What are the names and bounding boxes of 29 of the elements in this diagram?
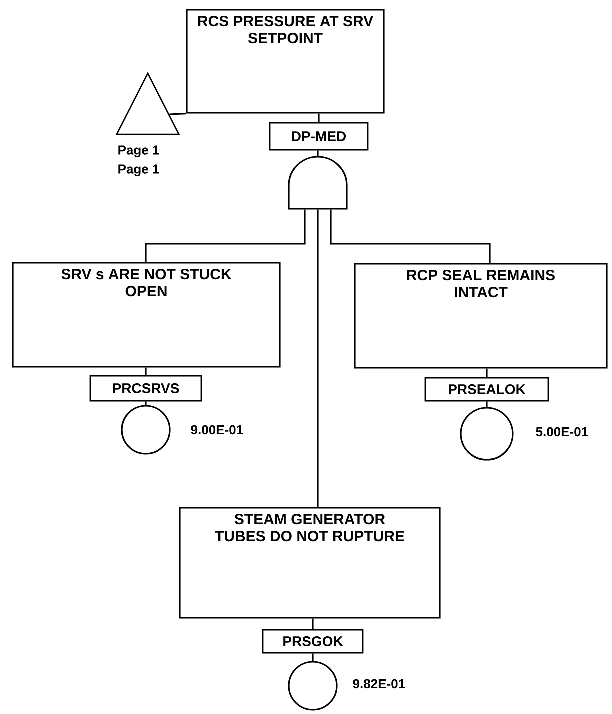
connector-line [317,150,319,156]
probability-label: 5.00E-01 [536,427,588,437]
event-box: RCP SEAL REMAINS INTACT [354,263,608,369]
connector-line [145,210,306,262]
basic-event-circle [460,407,514,461]
event-box: SRV s ARE NOT STUCK OPEN [12,262,281,368]
event-box: RCS PRESSURE AT SRV SETPOINT [186,9,385,114]
gate-label: PRSGOK [262,629,364,654]
gate-label: PRCSRVS [90,375,202,402]
connector-line [317,210,319,508]
probability-label: 9.82E-01 [353,679,406,689]
event-box: STEAM GENERATOR TUBES DO NOT RUPTURE [179,507,441,619]
connector-line [145,368,147,376]
connector-line [170,113,186,116]
probability-label: Page 1 [118,164,160,176]
probability-label: 9.00E-01 [191,425,244,435]
connector-line [312,654,314,662]
connector-line [486,402,488,408]
gate-label: DP-MED [269,122,369,151]
probability-label: Page 1 [118,146,160,158]
basic-event-circle [121,405,171,455]
gate-label: PRSEALOK [424,377,550,402]
basic-event-circle [288,661,338,711]
connector-line [330,210,491,264]
connector-line [312,618,314,630]
connector-line [486,368,488,378]
connector-line [145,402,147,406]
and-gate [288,156,348,210]
connector-line [318,114,320,122]
